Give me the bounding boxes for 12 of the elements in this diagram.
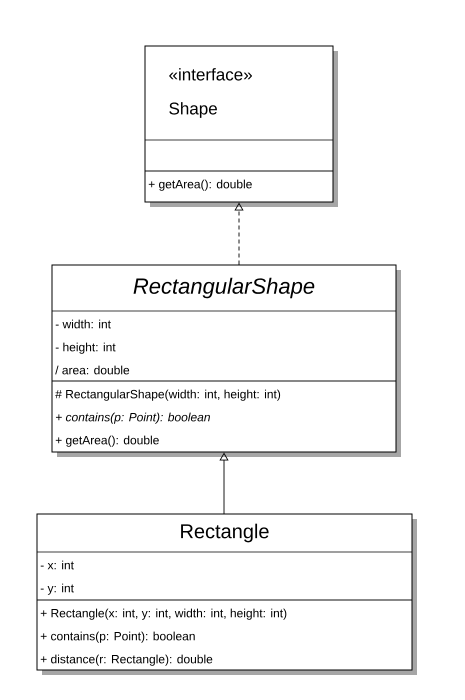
class-box xyxy=(36,514,417,675)
class-name: RectangularShape xyxy=(134,278,314,298)
attribute-compartment xyxy=(144,140,334,172)
method-compartment: # RectangularShape(width: int, height: int) + contains(p: Point): boolean + getArea(): double xyxy=(52,380,396,452)
method-compartment: + Rectangle(x: int, y: int, width: int, height: int) + contains(p: Point): boolean + distance(r: Rectangle): double xyxy=(36,600,412,670)
class-box xyxy=(144,46,338,207)
attribute-compartment: - x: int - y: int xyxy=(36,552,412,600)
method-compartment: + getArea(): double xyxy=(144,170,334,202)
class-box xyxy=(52,264,401,457)
class-header: «interface» Shape xyxy=(169,68,252,118)
class-name: Rectangle xyxy=(181,524,269,542)
attribute-compartment: - width: int - height: int / area: double xyxy=(52,310,396,382)
